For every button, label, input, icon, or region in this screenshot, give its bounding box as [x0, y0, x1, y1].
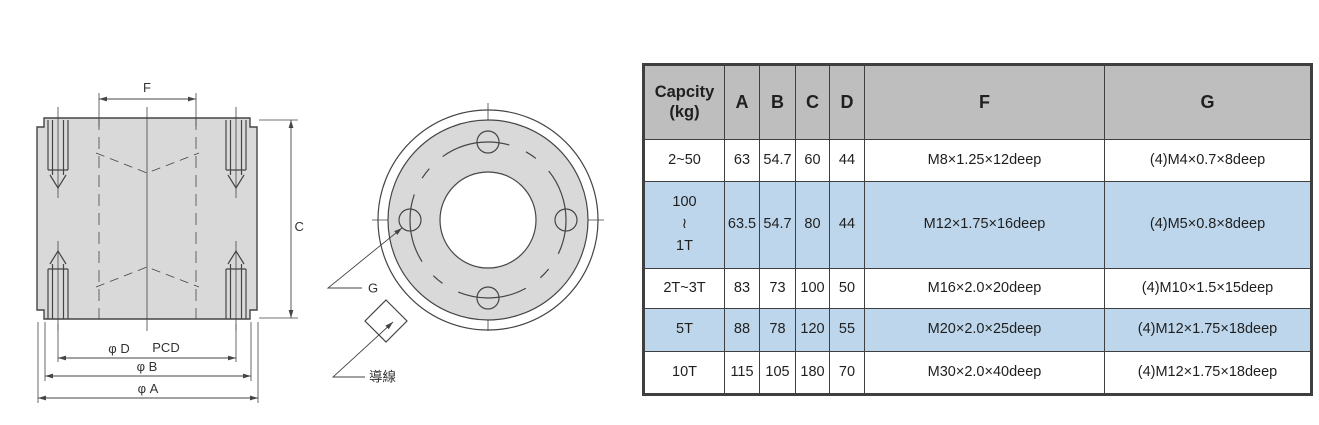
side-view: F C φ D PCD φ B — [36, 80, 304, 403]
cell-g: (4)M10×1.5×15deep — [1104, 268, 1312, 309]
top-view: G 導線 — [326, 103, 604, 385]
cell-capacity: 5T — [643, 308, 725, 352]
cell-g: (4)M12×1.75×18deep — [1104, 351, 1312, 395]
cell-b: 105 — [759, 351, 796, 395]
bolt-top-left — [47, 107, 69, 198]
outer-circle — [377, 109, 599, 331]
cell-c: 120 — [795, 308, 830, 352]
cell-a: 115 — [724, 351, 760, 395]
leader-cable: 導線 — [331, 321, 396, 385]
bolt-hole-left — [398, 208, 422, 232]
col-header-b: B — [759, 64, 796, 140]
col-header-d: D — [829, 64, 865, 140]
cell-b: 54.7 — [759, 181, 796, 269]
cell-f: M16×2.0×20deep — [864, 268, 1105, 309]
dim-label-pcd: PCD — [152, 340, 179, 355]
table-row: 2~50 63 54.7 60 44 M8×1.25×12deep (4)M4×… — [643, 139, 1312, 182]
bolt-hole-right — [554, 208, 578, 232]
bolt-hole-top — [476, 130, 500, 154]
col-header-capacity: Capcity (kg) — [643, 64, 725, 140]
cell-d: 70 — [829, 351, 865, 395]
cell-c: 80 — [795, 181, 830, 269]
table-row: 10T 115 105 180 70 M30×2.0×40deep (4)M12… — [643, 351, 1312, 395]
cell-b: 73 — [759, 268, 796, 309]
table-row: 5T 88 78 120 55 M20×2.0×25deep (4)M12×1.… — [643, 308, 1312, 352]
bolt-bottom-left — [47, 241, 69, 330]
cell-g: (4)M5×0.8×8deep — [1104, 181, 1312, 269]
dim-label-d: φ D — [108, 341, 129, 356]
cell-f: M20×2.0×25deep — [864, 308, 1105, 352]
spec-table: Capcity (kg) A B C D F G 2~50 63 54.7 60… — [642, 63, 1313, 396]
cell-capacity: 2~50 — [643, 139, 725, 182]
bolt-circle — [409, 141, 567, 299]
cell-a: 63 — [724, 139, 760, 182]
dim-label-g: G — [368, 281, 378, 296]
cell-d: 44 — [829, 139, 865, 182]
cell-f: M30×2.0×40deep — [864, 351, 1105, 395]
cell-b: 78 — [759, 308, 796, 352]
cell-d: 55 — [829, 308, 865, 352]
cable-label: 導線 — [369, 370, 396, 385]
cell-g: (4)M4×0.7×8deep — [1104, 139, 1312, 182]
dim-label-c: C — [295, 219, 304, 234]
cell-d: 50 — [829, 268, 865, 309]
leader-g: G — [326, 227, 403, 296]
table-header-row: Capcity (kg) A B C D F G — [643, 64, 1312, 140]
cell-capacity: 2T~3T — [643, 268, 725, 309]
cell-a: 88 — [724, 308, 760, 352]
bolt-top-right — [225, 107, 247, 198]
cell-a: 63.5 — [724, 181, 760, 269]
dim-label-b: φ B — [137, 359, 158, 374]
cell-d: 44 — [829, 181, 865, 269]
cable-gland — [364, 299, 408, 343]
cell-c: 60 — [795, 139, 830, 182]
cell-capacity: 100 ≀ 1T — [643, 181, 725, 269]
col-header-g: G — [1104, 64, 1312, 140]
dimension-f: F — [98, 80, 197, 127]
bolt-hole-bottom — [476, 286, 500, 310]
dimension-a: φ A — [37, 322, 259, 403]
dimension-b: φ B — [44, 322, 252, 381]
col-header-f: F — [864, 64, 1105, 140]
center-hole — [439, 171, 537, 269]
cell-c: 180 — [795, 351, 830, 395]
col-header-c: C — [795, 64, 830, 140]
technical-drawing: F C φ D PCD φ B — [36, 80, 604, 403]
dimension-c: C — [259, 119, 304, 319]
cell-b: 54.7 — [759, 139, 796, 182]
dim-label-f: F — [143, 80, 151, 95]
cell-g: (4)M12×1.75×18deep — [1104, 308, 1312, 352]
col-header-a: A — [724, 64, 760, 140]
cell-f: M12×1.75×16deep — [864, 181, 1105, 269]
dim-label-a: φ A — [138, 381, 159, 396]
dimension-d-pcd: φ D PCD — [57, 324, 237, 362]
table-row: 2T~3T 83 73 100 50 M16×2.0×20deep (4)M10… — [643, 268, 1312, 309]
bolt-bottom-right — [225, 241, 247, 330]
table-row: 100 ≀ 1T 63.5 54.7 80 44 M12×1.75×16deep… — [643, 181, 1312, 269]
cell-c: 100 — [795, 268, 830, 309]
cell-a: 83 — [724, 268, 760, 309]
cell-capacity: 10T — [643, 351, 725, 395]
cell-f: M8×1.25×12deep — [864, 139, 1105, 182]
